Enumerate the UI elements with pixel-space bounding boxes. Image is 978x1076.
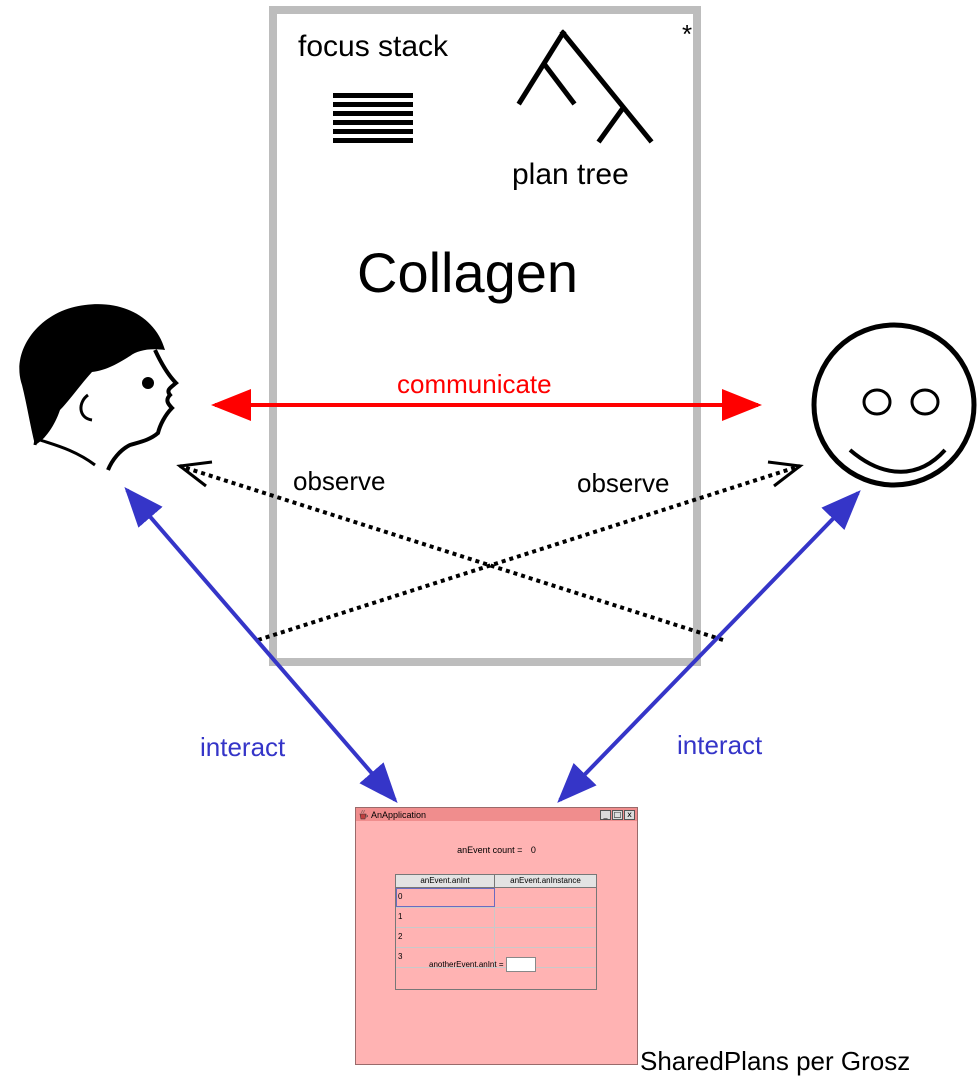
- interact-label-left: interact: [200, 732, 286, 762]
- event-count: anEvent count = 0: [356, 845, 637, 855]
- observe-label-right: observe: [577, 468, 670, 498]
- application-window: AnApplication _ □ x anEvent count = 0 an…: [355, 807, 638, 1065]
- close-button[interactable]: x: [624, 809, 635, 820]
- observe-label-left: observe: [293, 466, 386, 496]
- table-cell[interactable]: 0: [396, 888, 495, 907]
- column-header-aninstance[interactable]: anEvent.anInstance: [510, 876, 581, 885]
- table-row[interactable]: 2: [396, 928, 596, 948]
- another-event-input[interactable]: [505, 957, 536, 972]
- interact-arrow-right: [557, 490, 861, 803]
- corner-mark: *: [682, 19, 693, 49]
- interact-arrow-left: [124, 486, 398, 804]
- table-cell[interactable]: 3: [396, 948, 495, 967]
- another-event-field: anotherEvent.anInt =: [429, 957, 536, 972]
- event-count-label: anEvent count =: [457, 845, 523, 855]
- focus-stack-icon: [333, 93, 413, 143]
- table-row[interactable]: 1: [396, 908, 596, 928]
- table-row[interactable]: 3: [396, 948, 596, 968]
- column-header-anint[interactable]: anEvent.anInt: [396, 875, 495, 887]
- event-table: anEvent.anInt anEvent.anInstance 0 1 2 3: [395, 874, 597, 990]
- table-cell[interactable]: [495, 888, 596, 907]
- another-event-label: anotherEvent.anInt =: [429, 960, 504, 969]
- focus-stack-label: focus stack: [298, 30, 449, 63]
- collagen-box: [269, 6, 701, 666]
- collagen-title: Collagen: [357, 241, 579, 304]
- human-head-icon: [19, 304, 179, 471]
- table-row[interactable]: 0: [396, 888, 596, 908]
- minimize-button[interactable]: _: [600, 809, 611, 820]
- communicate-label: communicate: [397, 369, 552, 399]
- table-cell[interactable]: [495, 928, 596, 947]
- app-titlebar: AnApplication _ □ x: [356, 808, 637, 821]
- table-cell[interactable]: 2: [396, 928, 495, 947]
- plan-tree-label: plan tree: [512, 158, 629, 191]
- table-header: anEvent.anInt anEvent.anInstance: [396, 875, 596, 888]
- interact-label-right: interact: [677, 730, 763, 760]
- app-title: AnApplication: [371, 809, 427, 820]
- coffee-cup-icon: [359, 809, 368, 819]
- table-cell[interactable]: [495, 908, 596, 927]
- smiley-face-icon: [811, 322, 977, 488]
- event-count-value: 0: [530, 845, 536, 855]
- table-cell[interactable]: 1: [396, 908, 495, 927]
- maximize-button[interactable]: □: [612, 809, 623, 820]
- plan-tree-icon: [516, 29, 654, 144]
- caption: SharedPlans per Grosz: [640, 1046, 911, 1076]
